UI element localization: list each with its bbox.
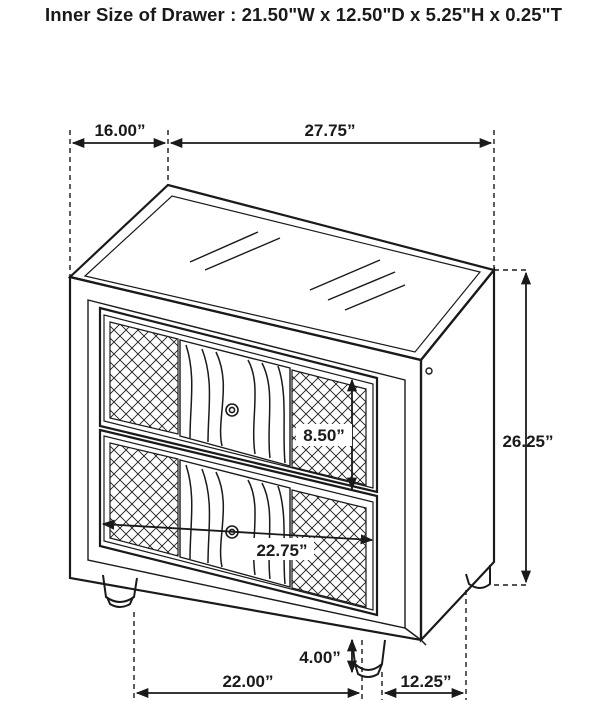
drawer-recess — [87, 299, 406, 629]
base-depth-label: 12.25” — [400, 672, 451, 691]
depth-top-label: 16.00” — [94, 121, 145, 140]
drawer-height-label: 8.50” — [303, 426, 345, 445]
top-drawer — [98, 306, 379, 494]
carved-center-panels — [179, 339, 291, 588]
base-width-label: 22.00” — [222, 672, 273, 691]
leg-height-label: 4.00” — [299, 648, 341, 667]
bottom-drawer — [98, 428, 379, 617]
glass-top-inner — [83, 195, 482, 353]
height-right-label: 26.25” — [502, 432, 553, 451]
inner-drawer-size-heading: Inner Size of Drawer : 21.50"W x 12.50"D… — [45, 4, 562, 25]
drawer-width-arrow — [101, 519, 374, 545]
width-top-label: 27.75” — [304, 121, 355, 140]
extension-lines — [69, 130, 528, 700]
top-drawer-left-lattice-panel — [109, 321, 179, 435]
bottom-drawer-left-lattice-panel — [109, 442, 179, 557]
side-knob-icon — [425, 367, 433, 375]
drawer-width-label: 22.75” — [256, 541, 307, 560]
glass-reflections — [189, 231, 406, 311]
cabinet-side — [419, 266, 496, 643]
